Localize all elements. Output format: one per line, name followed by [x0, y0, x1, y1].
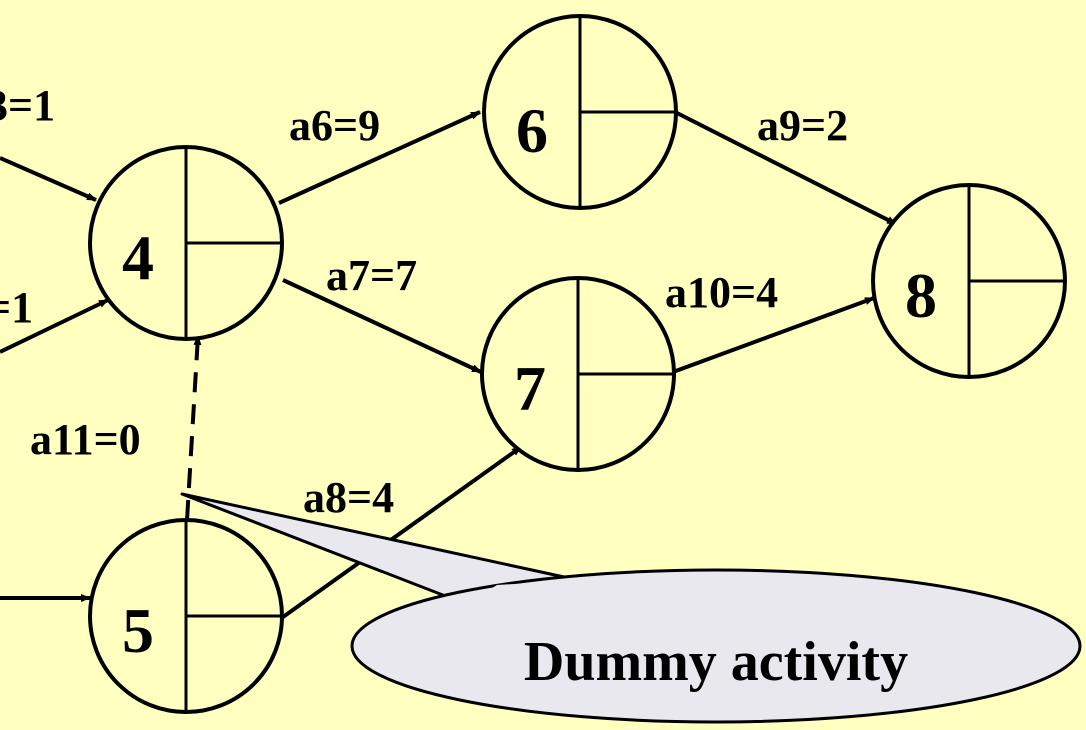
dummy-activity-callout: Dummy activity — [180, 492, 1082, 724]
edge-a9-arrow — [674, 110, 897, 226]
edge-a8-arrow — [281, 445, 523, 619]
node-5-number: 5 — [122, 595, 154, 666]
callout-pointer-cover — [466, 580, 578, 604]
node-5: 5 — [88, 518, 284, 714]
callout-text: Dummy activity — [524, 631, 908, 693]
edge-a7-label: a7=7 — [326, 251, 417, 300]
node-6-number: 6 — [516, 95, 548, 166]
edge-a4-label: =1 — [0, 283, 33, 332]
node-7-number: 7 — [514, 353, 546, 424]
node-4: 4 — [88, 145, 284, 341]
edge-a10-label: a10=4 — [665, 268, 778, 317]
nodes-group: 4 5 6 7 8 — [88, 14, 1067, 714]
edges-group — [0, 110, 897, 619]
edge-a4-arrow — [0, 298, 109, 354]
node-6: 6 — [482, 14, 678, 210]
edge-a11-label: a11=0 — [30, 415, 141, 464]
edge-a8-label: a8=4 — [303, 473, 394, 522]
edge-a3-arrow — [0, 156, 97, 202]
edge-a10-arrow — [672, 296, 875, 374]
edge-a6-arrow — [278, 110, 481, 205]
node-4-number: 4 — [122, 222, 154, 293]
node-8: 8 — [871, 183, 1067, 379]
edge-a6-label: a6=9 — [289, 101, 380, 150]
edge-a11-dashed-arrow — [185, 335, 202, 521]
edge-a9-label: a9=2 — [757, 101, 848, 150]
edge-a7-arrow — [282, 278, 482, 374]
node-7: 7 — [480, 276, 676, 472]
edge-a3-label: 3=1 — [0, 81, 55, 130]
node-8-number: 8 — [905, 260, 937, 331]
edge-labels-group: 3=1 =1 a6=9 a7=7 a8=4 a9=2 a10=4 a11=0 — [0, 81, 848, 522]
callout-bubble — [350, 568, 1082, 724]
